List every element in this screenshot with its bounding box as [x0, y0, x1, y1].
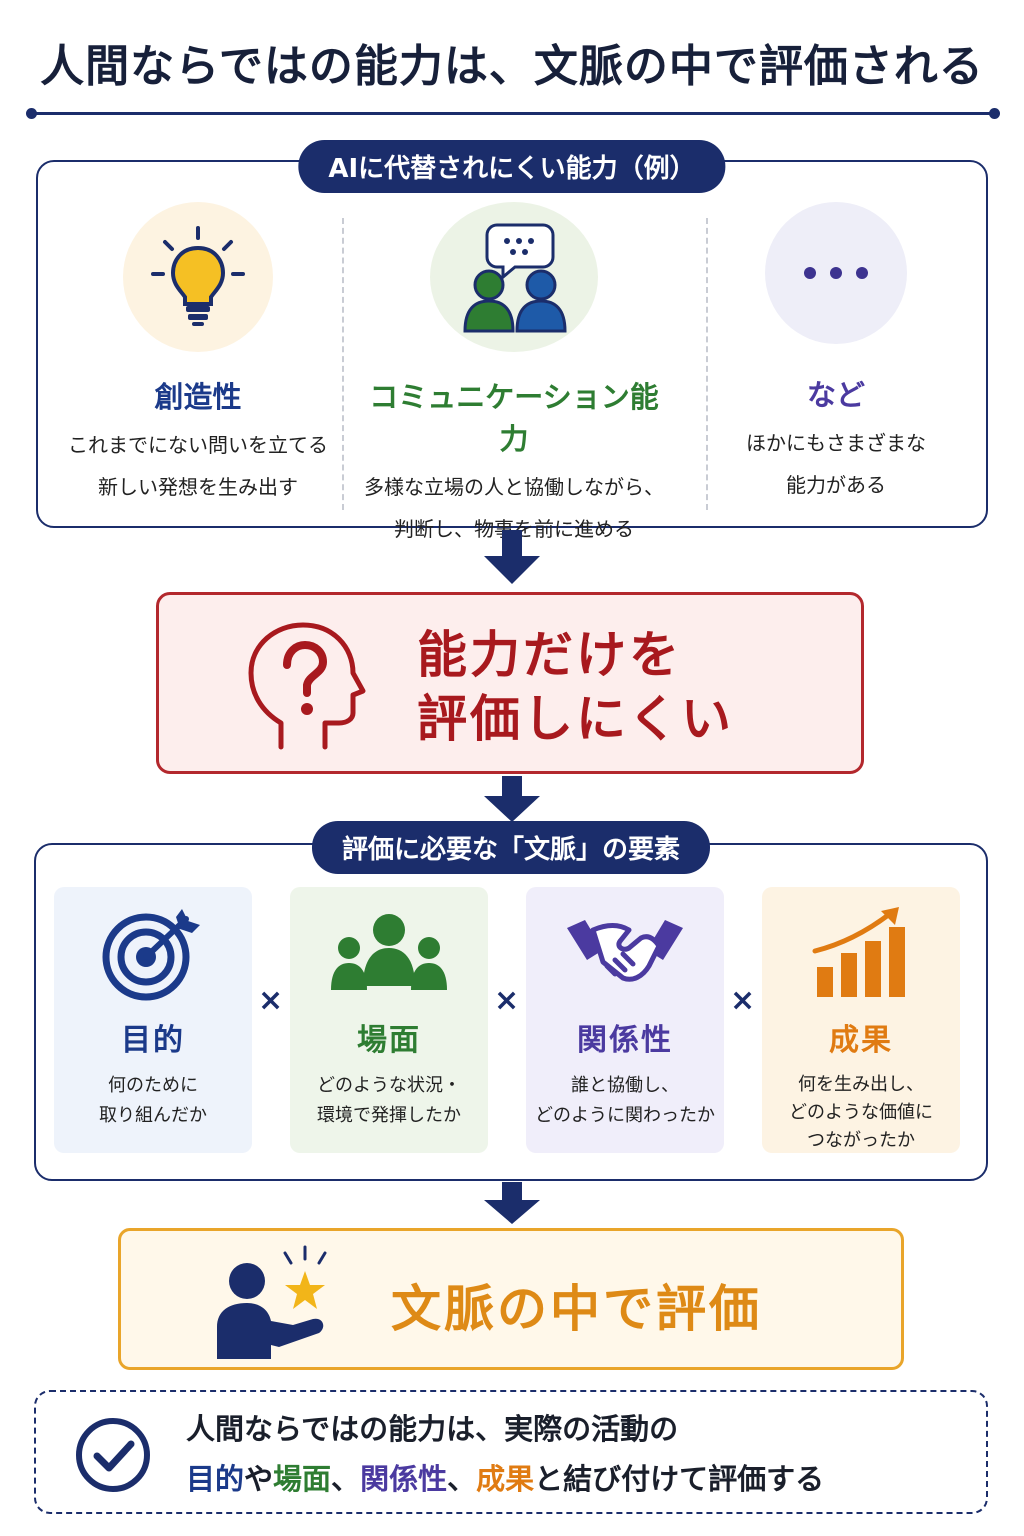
multiply-sign: ×	[258, 983, 284, 1018]
summary-text: 、	[447, 1462, 477, 1496]
title-divider	[26, 108, 1000, 119]
summary-text: と結び付けて評価する	[534, 1462, 825, 1496]
check-circle-icon	[76, 1418, 150, 1492]
context-purpose-card: 目的 何のために 取り組んだか	[54, 887, 252, 1153]
context-outcome-card: 成果 何を生み出し、 どのような価値に つながったか	[762, 887, 960, 1153]
ability-desc: これまでにない問いを立てる 新しい発想を生み出す	[48, 424, 348, 508]
ability-communication: コミュニケーション能力 多様な立場の人と協働しながら、 判断し、物事を前に進める	[364, 202, 664, 550]
context-header: 評価に必要な「文脈」の要素	[311, 821, 711, 874]
down-arrow-icon	[484, 1182, 540, 1224]
context-name: 関係性	[577, 1023, 673, 1058]
ability-desc-line: 能力がある	[786, 473, 886, 497]
summary-text: や	[244, 1462, 274, 1496]
ability-desc-line: 多様な立場の人と協働しながら、	[364, 475, 664, 499]
context-desc-line: どのような状況・	[317, 1075, 461, 1096]
context-panel: 評価に必要な「文脈」の要素 目的 何のために 取り組んだか ×	[34, 821, 988, 1181]
context-desc: どのような状況・ 環境で発揮したか	[290, 1071, 488, 1131]
context-desc-line: 何のために	[108, 1075, 198, 1096]
hard-line: 能力だけを	[417, 626, 682, 684]
context-name: 成果	[829, 1023, 893, 1058]
summary-line-2: 目的や場面、関係性、成果と結び付けて評価する	[186, 1456, 824, 1498]
ability-name: 創造性	[154, 380, 242, 414]
context-desc-line: 誰と協働し、	[571, 1075, 679, 1096]
ability-name: コミュニケーション能力	[369, 380, 659, 456]
context-desc: 何のために 取り組んだか	[54, 1071, 252, 1131]
ability-name: など	[806, 378, 865, 412]
growth-chart-icon	[762, 903, 960, 1003]
people-chat-icon	[430, 202, 598, 352]
target-icon	[54, 903, 252, 1003]
column-divider	[706, 218, 708, 510]
evaluate-in-context-box: 文脈の中で評価	[118, 1228, 904, 1370]
context-desc-line: どのように関わったか	[535, 1105, 715, 1126]
summary-situation: 場面	[273, 1462, 332, 1496]
abilities-header: AIに代替されにくい能力（例）	[298, 140, 726, 193]
column-divider	[342, 218, 344, 510]
multiply-sign: ×	[494, 983, 520, 1018]
group-icon	[290, 903, 488, 1003]
context-desc-line: つながったか	[807, 1130, 915, 1151]
ability-desc-line: ほかにもさまざまな	[746, 431, 926, 455]
hard-to-evaluate-text: 能力だけを 評価しにくい	[417, 623, 734, 751]
context-desc: 何を生み出し、 どのような価値に つながったか	[762, 1071, 960, 1155]
context-desc-line: 環境で発揮したか	[317, 1105, 461, 1126]
summary-relationship: 関係性	[360, 1462, 448, 1496]
multiply-sign: ×	[730, 983, 756, 1018]
context-name: 目的	[121, 1023, 185, 1058]
context-desc-line: 取り組んだか	[99, 1105, 207, 1126]
summary-purpose: 目的	[186, 1462, 245, 1496]
summary-line-1: 人間ならではの能力は、実際の活動の	[186, 1412, 679, 1446]
context-desc-line: どのような価値に	[789, 1102, 933, 1123]
summary-box: 人間ならではの能力は、実際の活動の 目的や場面、関係性、成果と結び付けて評価する	[34, 1390, 988, 1514]
lightbulb-icon	[123, 202, 273, 352]
down-arrow-icon	[484, 530, 540, 584]
context-desc: 誰と協働し、 どのように関わったか	[526, 1071, 724, 1131]
hard-line: 評価しにくい	[417, 690, 734, 748]
context-name: 場面	[357, 1023, 421, 1058]
ability-etc: など ほかにもさまざまな 能力がある	[686, 202, 986, 506]
context-desc-line: 何を生み出し、	[798, 1074, 924, 1095]
summary-outcome: 成果	[476, 1462, 535, 1496]
ability-desc-line: 新しい発想を生み出す	[98, 475, 298, 499]
page-title: 人間ならではの能力は、文脈の中で評価される	[40, 41, 984, 92]
ability-desc-line: これまでにない問いを立てる	[68, 433, 328, 457]
person-star-icon	[217, 1245, 327, 1359]
abilities-panel: AIに代替されにくい能力（例） 創造性 これまでにない問いを立てる 新しい発想を…	[36, 140, 988, 541]
context-situation-card: 場面 どのような状況・ 環境で発揮したか	[290, 887, 488, 1153]
down-arrow-icon	[484, 776, 540, 822]
evaluate-in-context-label: 文脈の中で評価	[391, 1280, 762, 1338]
ellipsis-icon	[765, 202, 907, 344]
head-question-icon	[248, 622, 366, 750]
ability-desc: ほかにもさまざまな 能力がある	[686, 422, 986, 506]
ability-creativity: 創造性 これまでにない問いを立てる 新しい発想を生み出す	[48, 202, 348, 508]
context-relationship-card: 関係性 誰と協働し、 どのように関わったか	[526, 887, 724, 1153]
hard-to-evaluate-box: 能力だけを 評価しにくい	[156, 592, 864, 774]
ability-desc: 多様な立場の人と協働しながら、 判断し、物事を前に進める	[364, 466, 664, 550]
summary-text: 、	[331, 1462, 361, 1496]
handshake-icon	[526, 903, 724, 1003]
